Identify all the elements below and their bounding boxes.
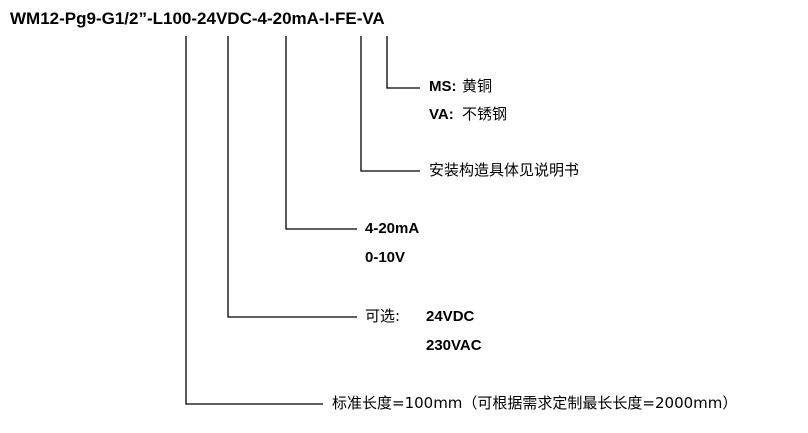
material-ms-code: MS: <box>429 78 457 95</box>
callout-line-length <box>185 36 323 405</box>
power-option-24vdc: 24VDC <box>426 308 475 325</box>
callout-line-material <box>386 36 420 89</box>
model-code: WM12-Pg9-G1/2”-L100-24VDC-4-20mA-I-FE-VA <box>10 9 385 28</box>
output-option-4-20ma: 4-20mA <box>365 220 420 237</box>
material-va-name: 不锈钢 <box>462 105 508 123</box>
installation-note: 安装构造具体见说明书 <box>429 161 580 179</box>
callout-line-installation <box>360 36 420 172</box>
material-va-code: VA: <box>429 106 454 123</box>
callout-line-output <box>285 36 357 230</box>
length-note: 标准长度=100mm（可根据需求定制最长长度=2000mm） <box>332 394 738 412</box>
output-option-0-10v: 0-10V <box>365 249 406 266</box>
power-option-230vac: 230VAC <box>426 337 482 354</box>
callout-line-power <box>227 36 357 318</box>
material-ms-name: 黄铜 <box>462 77 493 95</box>
power-label: 可选: <box>365 307 401 325</box>
